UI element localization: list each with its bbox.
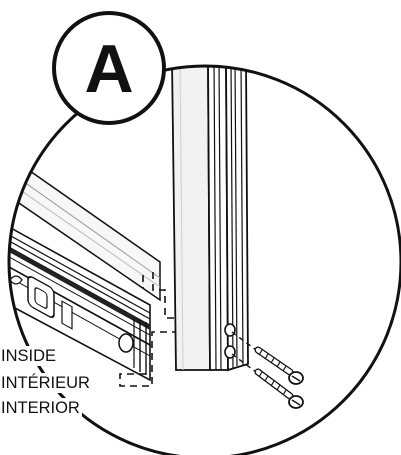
step-marker: A [52, 11, 166, 125]
detail-contents [9, 66, 304, 409]
screw-hole-lower [224, 345, 236, 359]
step-letter: A [84, 31, 133, 107]
screw-hole-upper [224, 323, 236, 337]
inside-label-fr: INTÉRIEUR [1, 373, 92, 393]
wall-jamb [171, 66, 249, 372]
inside-label-en: INSIDE [1, 346, 59, 366]
screw-icon [254, 368, 304, 409]
bottom-track [9, 220, 151, 382]
screw-icon [254, 346, 304, 385]
inside-label-es: INTERIOR [1, 398, 82, 418]
detail-circle-outline [7, 64, 401, 455]
